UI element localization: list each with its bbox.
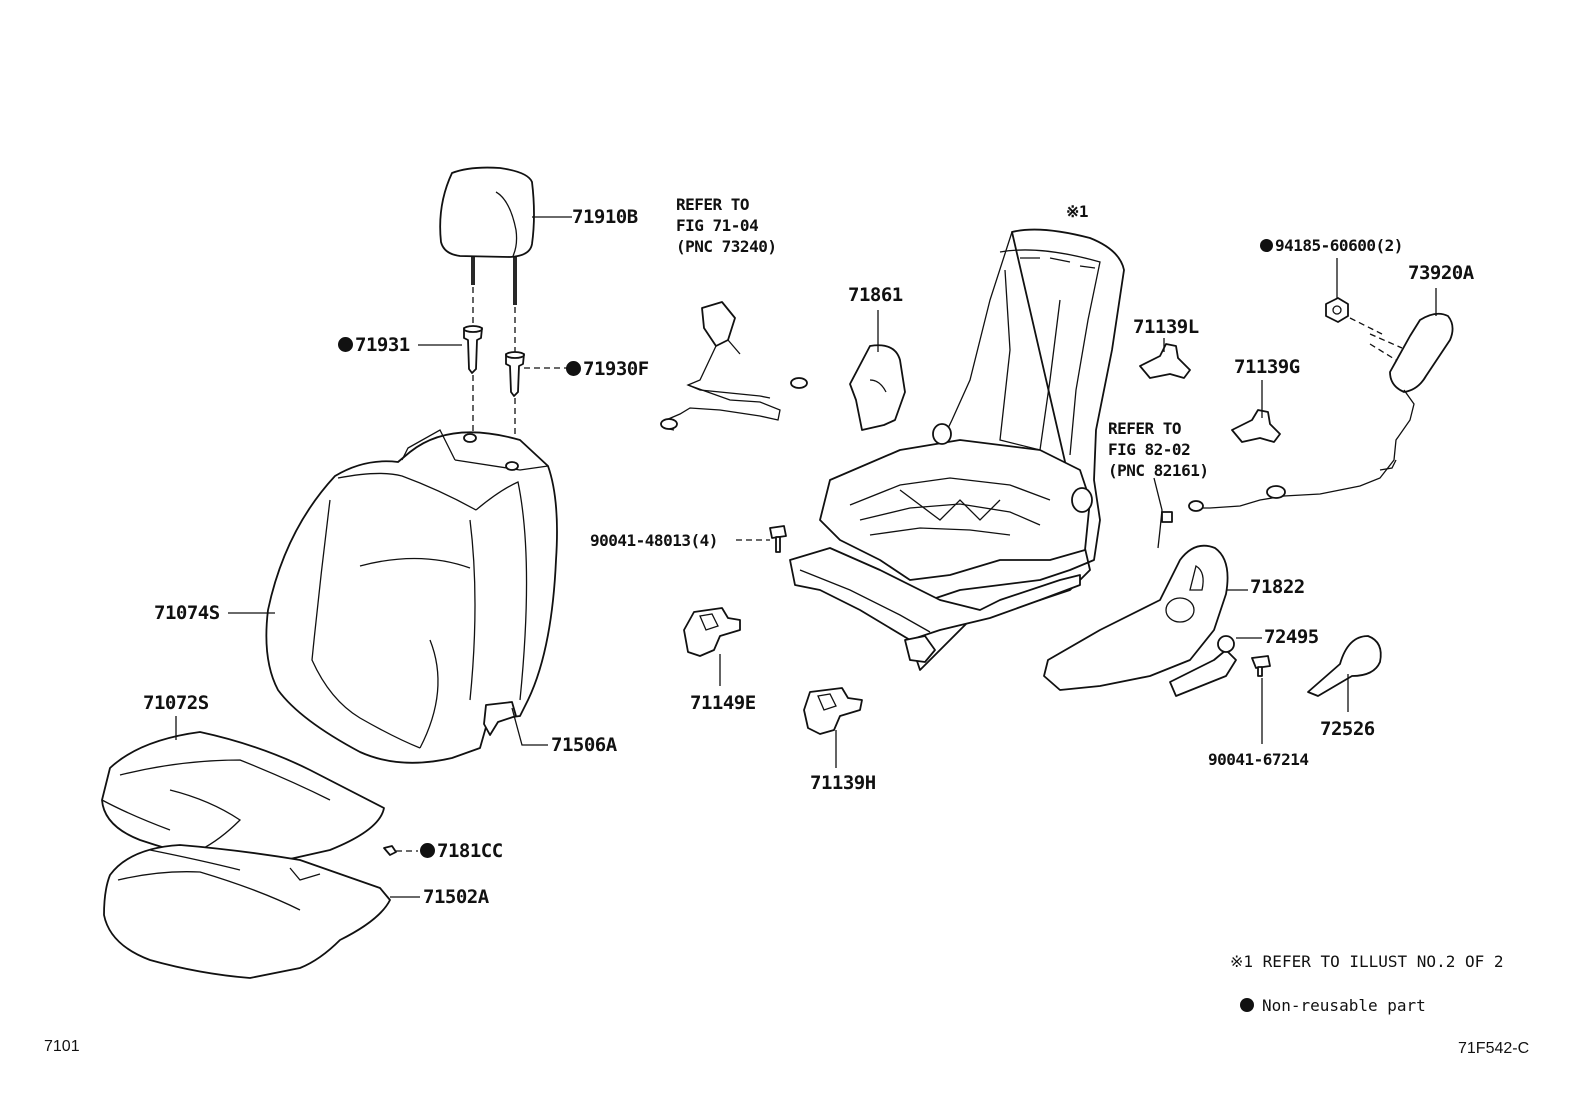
cover-71139H bbox=[803, 687, 863, 735]
figure-number: 7101 bbox=[44, 1038, 80, 1055]
label-71506A: 71506A bbox=[551, 734, 617, 756]
label-71139H: 71139H bbox=[810, 772, 876, 794]
label-71931: 71931 bbox=[338, 334, 410, 356]
label-71074S: 71074S bbox=[154, 602, 220, 624]
label-71930F: 71930F bbox=[566, 358, 649, 380]
cushion-pad-71072S bbox=[101, 731, 385, 869]
illustration-code: 71F542-C bbox=[1458, 1040, 1530, 1057]
side-cover-71822 bbox=[1043, 544, 1229, 691]
lever-72495 bbox=[1169, 635, 1237, 697]
refer-seatbelt: REFER TO FIG 71-04 (PNC 73240) bbox=[676, 194, 777, 257]
label-72526: 72526 bbox=[1320, 718, 1375, 740]
non-reusable-dot bbox=[1240, 998, 1254, 1012]
label-71861: 71861 bbox=[848, 284, 903, 306]
note-illust-reference: ※1 REFER TO ILLUST NO.2 OF 2 bbox=[1230, 952, 1504, 971]
label-71502A: 71502A bbox=[423, 886, 489, 908]
refer-line: REFER TO bbox=[1108, 419, 1182, 438]
nut-94185-60600 bbox=[1325, 297, 1349, 323]
label-7181CC: 7181CC bbox=[420, 840, 503, 862]
non-reusable-dot bbox=[1260, 239, 1273, 252]
note-non-reusable: Non-reusable part bbox=[1240, 996, 1426, 1015]
support-71931 bbox=[463, 325, 483, 374]
refer-line: REFER TO bbox=[676, 195, 750, 214]
label-71139G: 71139G bbox=[1234, 356, 1300, 378]
label-71139L: 71139L bbox=[1133, 316, 1199, 338]
screw-90041-67214 bbox=[1251, 655, 1271, 677]
airbag-73920A bbox=[1188, 312, 1454, 512]
label-71822: 71822 bbox=[1250, 576, 1305, 598]
support-71930F bbox=[505, 351, 525, 397]
label-90041-48013: 90041-48013(4) bbox=[590, 531, 718, 550]
label-71910B: 71910B bbox=[572, 206, 638, 228]
refer-wiring: REFER TO FIG 82-02 (PNC 82161) bbox=[1108, 418, 1209, 481]
refer-line: FIG 71-04 bbox=[676, 216, 759, 235]
non-reusable-dot bbox=[566, 361, 581, 376]
label-73920A: 73920A bbox=[1408, 262, 1474, 284]
refer-line: (PNC 73240) bbox=[676, 237, 777, 256]
label-90041-67214: 90041-67214 bbox=[1208, 750, 1309, 769]
label-94185-60600: 94185-60600(2) bbox=[1260, 236, 1403, 255]
cover-71139L bbox=[1139, 343, 1191, 379]
seat-frame bbox=[789, 228, 1125, 671]
refer-line: (PNC 82161) bbox=[1108, 461, 1209, 480]
side-shield-71861 bbox=[849, 344, 906, 431]
label-71072S: 71072S bbox=[143, 692, 209, 714]
label-71149E: 71149E bbox=[690, 692, 756, 714]
non-reusable-dot bbox=[420, 843, 435, 858]
seatbelt-buckle bbox=[660, 301, 808, 431]
headrest-71910B bbox=[439, 166, 535, 305]
label-star1: ※1 bbox=[1066, 202, 1089, 221]
seatback-cover-71074S bbox=[265, 429, 558, 764]
cover-71139G bbox=[1231, 409, 1281, 443]
cushion-71502A bbox=[103, 844, 391, 979]
bolt-90041-48013 bbox=[769, 525, 787, 553]
label-72495: 72495 bbox=[1264, 626, 1319, 648]
cover-71149E bbox=[683, 607, 741, 657]
knob-72526 bbox=[1307, 635, 1382, 697]
non-reusable-dot bbox=[338, 337, 353, 352]
refer-line: FIG 82-02 bbox=[1108, 440, 1191, 459]
